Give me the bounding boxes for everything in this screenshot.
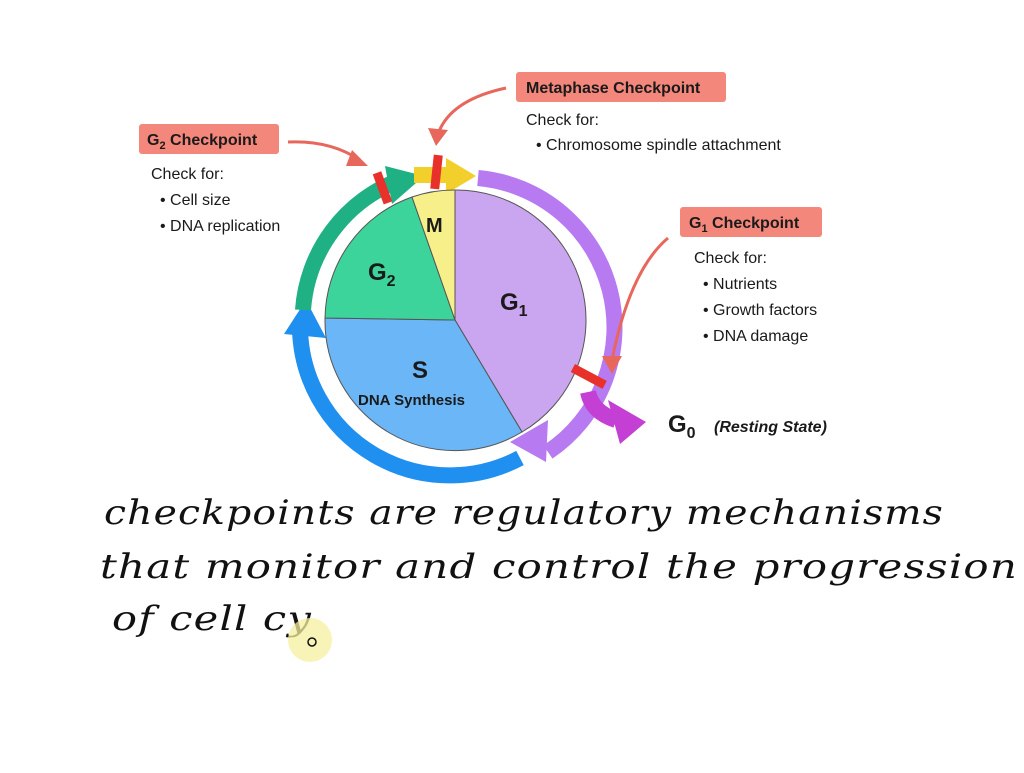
s-wedge <box>324 317 523 452</box>
g2-phase-label: G2 <box>368 259 396 290</box>
g2-checkpoint-bar <box>372 171 393 205</box>
g0-label: G0 <box>668 411 696 442</box>
g1-checkpoint-label: G1 Checkpoint <box>689 215 800 235</box>
g1-callout-arrowhead <box>602 356 622 374</box>
m-ring-arrowhead <box>446 158 476 194</box>
metaphase-callout-arrowhead <box>428 128 448 146</box>
g1-wedge <box>454 189 587 433</box>
metaphase-checkpoint-bar <box>430 154 443 190</box>
pen-cursor-highlight <box>288 618 332 662</box>
metaphase-checkpoint-label-box <box>516 72 726 102</box>
metaphase-check-for: Check for: <box>526 112 599 129</box>
g1-check-for: Check for: <box>694 250 767 267</box>
g2-check-item: • DNA replication <box>160 218 280 235</box>
s-phase-caption: DNA Synthesis <box>358 392 465 409</box>
g1-checkpoint-bar <box>570 364 607 389</box>
g2-check-item: • Cell size <box>160 192 231 209</box>
metaphase-checkpoint-label: Metaphase Checkpoint <box>526 80 701 97</box>
handwritten-line-1: checkpoints are regulatory mechanisms <box>104 493 944 533</box>
g1-check-item: • Growth factors <box>703 302 817 319</box>
g2-checkpoint-label-box <box>139 124 279 154</box>
g1-checkpoint-label-box <box>680 207 822 237</box>
g2-checkpoint-label: G2 Checkpoint <box>147 132 258 152</box>
g1-phase-label: G1 <box>500 289 528 320</box>
g1-callout-arrow <box>610 236 669 361</box>
m-wedge <box>411 189 456 321</box>
g2-check-for: Check for: <box>151 166 224 183</box>
handwritten-line-2: that monitor and control the progression <box>100 547 1018 587</box>
pen-cursor-dot <box>307 637 317 647</box>
g1-ring-arrowhead <box>510 420 548 462</box>
s-phase-label: S <box>412 357 428 384</box>
handwritten-line-3: of cell cy <box>112 599 312 639</box>
g2-callout-arrowhead <box>346 150 368 166</box>
g1-check-item: • Nutrients <box>703 276 777 293</box>
metaphase-check-item: • Chromosome spindle attachment <box>536 137 781 154</box>
m-phase-label: M <box>426 215 443 237</box>
g0-caption: (Resting State) <box>714 419 827 436</box>
g0-exit-arrow <box>580 389 619 428</box>
g1-check-item: • DNA damage <box>703 328 808 345</box>
g1-ring-arc <box>477 170 623 459</box>
s-ring-arc <box>292 329 524 484</box>
g2-callout-arrow <box>287 140 361 162</box>
metaphase-callout-arrow <box>436 86 507 135</box>
s-ring-arrowhead <box>284 300 326 338</box>
g0-exit-arrowhead <box>608 400 646 444</box>
